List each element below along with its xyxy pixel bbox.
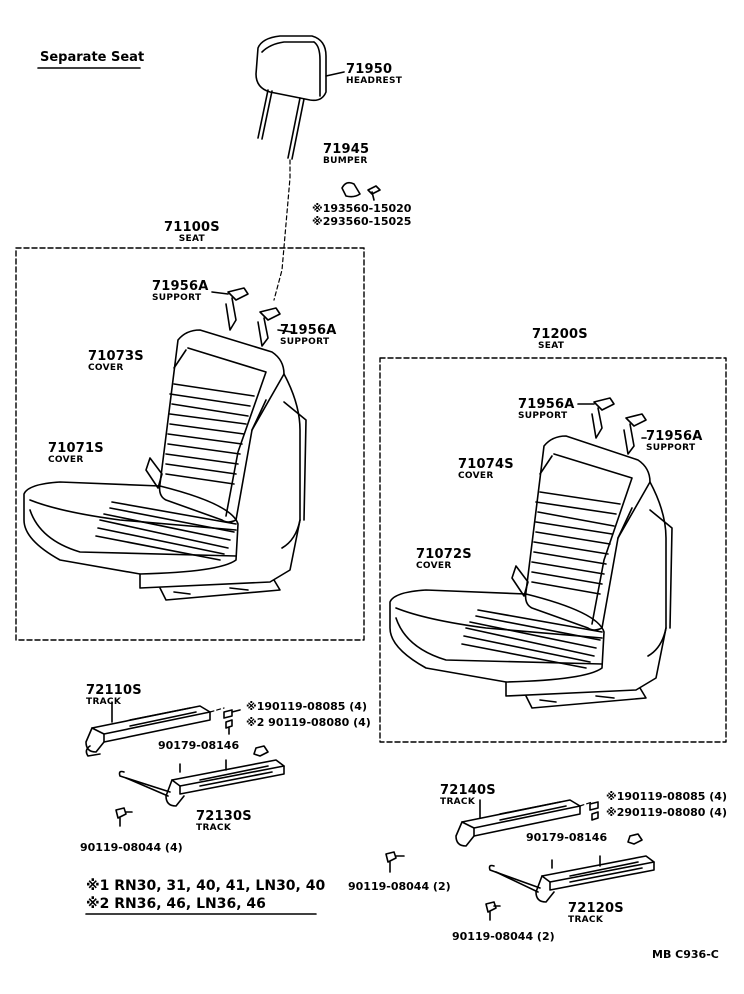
part-number: 71100S <box>164 220 220 235</box>
part-label-72120S: 72120S TRACK <box>568 902 624 925</box>
headrest-drawing <box>255 35 345 160</box>
part-label-71073S: 71073S COVER <box>88 350 144 373</box>
part-name: COVER <box>458 471 494 481</box>
left-supports-drawing <box>211 287 293 347</box>
part-name: COVER <box>88 363 124 373</box>
part-label-71950: 71950 HEADREST <box>346 63 402 86</box>
track-72120S-drawing <box>488 855 655 903</box>
part-label-72140S: 72140S TRACK <box>440 784 496 807</box>
left-seat-drawing <box>23 329 307 601</box>
track-72140S-ref-2: ※290119-08080 (4) <box>606 806 727 819</box>
note-1: ※1 RN30, 31, 40, 41, LN30, 40 <box>86 879 325 893</box>
part-name: TRACK <box>196 823 232 833</box>
part-label-71945: 71945 BUMPER <box>323 143 369 166</box>
part-label-72110S: 72110S TRACK <box>86 684 142 707</box>
part-label-90119-left: 90119-08044 (4) <box>80 841 183 854</box>
part-number: 71956A <box>280 323 337 338</box>
track-72110S-ref-1: ※190119-08085 (4) <box>246 700 367 713</box>
part-label-71200S: 71200S SEAT <box>532 328 588 351</box>
headrest-stay-leader <box>273 159 291 301</box>
part-number: 71200S <box>532 327 588 342</box>
bolt-90119-right-drawing <box>385 851 501 921</box>
part-number: 71074S <box>458 457 514 472</box>
bolt-90119-left-drawing <box>115 807 133 827</box>
part-label-71100S: 71100S SEAT <box>164 221 220 244</box>
part-number: 71071S <box>48 441 104 456</box>
note-mark: ※1 <box>86 878 110 894</box>
part-label-90179-left: 90179-08146 <box>158 739 240 752</box>
track-72110S-ref-2: ※2 90119-08080 (4) <box>246 716 371 729</box>
part-name: TRACK <box>568 915 604 925</box>
note-text: RN36, 46, LN36, 46 <box>114 896 266 912</box>
part-number: 71956A <box>646 429 703 444</box>
part-name: SUPPORT <box>152 293 202 303</box>
part-number: 71956A <box>152 279 209 294</box>
part-number: 72110S <box>86 683 142 698</box>
part-label-71071S: 71071S COVER <box>48 442 104 465</box>
part-name: SEAT <box>538 341 565 351</box>
bumper-drawing <box>341 181 381 201</box>
part-name: TRACK <box>86 697 122 707</box>
track-72140S-drawing <box>455 799 599 847</box>
part-label-71074S: 71074S COVER <box>458 458 514 481</box>
part-name: SUPPORT <box>518 411 568 421</box>
part-label-90119-right-1: 90119-08044 (2) <box>348 880 451 893</box>
part-name: TRACK <box>440 797 476 807</box>
part-number: 71072S <box>416 547 472 562</box>
part-name: SUPPORT <box>280 337 330 347</box>
part-number: 72120S <box>568 901 624 916</box>
bumper-ref-1: ※193560-15020 <box>312 202 412 215</box>
part-name: BUMPER <box>323 156 368 166</box>
part-label-90119-right-2: 90119-08044 (2) <box>452 930 555 943</box>
right-seat-drawing <box>389 435 673 709</box>
part-label-71956A-left-2: 71956A SUPPORT <box>280 324 337 347</box>
note-mark: ※2 <box>86 896 110 912</box>
part-number: 72130S <box>196 809 252 824</box>
part-label-72130S: 72130S TRACK <box>196 810 252 833</box>
part-name: HEADREST <box>346 76 403 86</box>
note-2: ※2 RN36, 46, LN36, 46 <box>86 897 266 911</box>
part-number: 72140S <box>440 783 496 798</box>
part-number: 71945 <box>323 142 370 157</box>
track-72140S-ref-1: ※190119-08085 (4) <box>606 790 727 803</box>
part-number: 71073S <box>88 349 144 364</box>
right-supports-drawing <box>577 397 647 455</box>
nut-90179-right-drawing <box>627 833 643 845</box>
part-name: SEAT <box>178 234 206 244</box>
part-label-71072S: 71072S COVER <box>416 548 472 571</box>
part-number: 71950 <box>346 62 393 77</box>
part-label-71956A-right-2: 71956A SUPPORT <box>646 430 703 453</box>
track-72130S-drawing <box>118 759 285 807</box>
part-name: SUPPORT <box>646 443 696 453</box>
seat-71100S-box <box>15 247 365 641</box>
part-label-90179-right: 90179-08146 <box>526 831 608 844</box>
diagram-code: MB C936-C <box>652 948 719 961</box>
page-title: Separate Seat <box>40 50 145 65</box>
part-number: 71956A <box>518 397 575 412</box>
note-text: RN30, 31, 40, 41, LN30, 40 <box>114 878 326 894</box>
nut-90179-left-drawing <box>253 745 269 757</box>
part-label-71956A-left-1: 71956A SUPPORT <box>152 280 209 303</box>
track-72110S-drawing <box>85 701 241 757</box>
part-label-71956A-right-1: 71956A SUPPORT <box>518 398 575 421</box>
seat-71200S-box <box>379 357 727 743</box>
part-name: COVER <box>416 561 452 571</box>
bumper-ref-2: ※293560-15025 <box>312 215 412 228</box>
part-name: COVER <box>48 455 84 465</box>
